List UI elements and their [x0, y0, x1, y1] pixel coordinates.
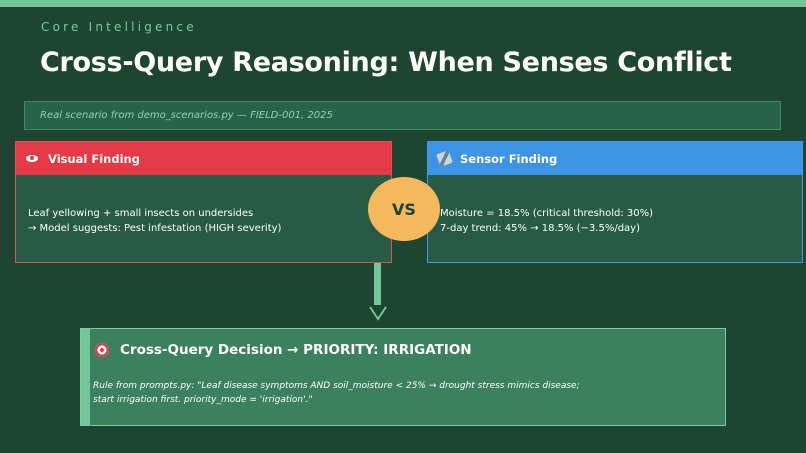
visual-finding-header: Visual Finding	[16, 142, 391, 175]
visual-finding-card: Visual Finding Leaf yellowing + small in…	[15, 141, 392, 263]
visual-finding-line-1: Leaf yellowing + small insects on unders…	[28, 208, 254, 219]
target-icon	[95, 343, 109, 357]
vs-badge: VS	[368, 177, 440, 241]
decision-title: Cross-Query Decision → PRIORITY: IRRIGAT…	[120, 342, 472, 358]
sensor-finding-body: Moisture = 18.5% (critical threshold: 30…	[440, 207, 653, 236]
sensor-finding-line-2: 7-day trend: 45% → 18.5% (−3.5%/day)	[440, 222, 640, 234]
arrow-down-icon	[369, 306, 387, 321]
decision-rule: Rule from prompts.py: "Leaf disease symp…	[93, 379, 580, 407]
decision-panel: Cross-Query Decision → PRIORITY: IRRIGAT…	[80, 328, 726, 426]
visual-finding-line-2: → Model suggests: Pest infestation (HIGH…	[28, 222, 282, 234]
page-title: Cross-Query Reasoning: When Senses Confl…	[40, 47, 732, 78]
top-accent-bar	[0, 0, 806, 7]
satellite-icon	[436, 150, 453, 167]
decision-rule-line-2: start irrigation first. priority_mode = …	[93, 395, 313, 405]
connector-line	[374, 263, 381, 305]
source-banner: Real scenario from demo_scenarios.py — F…	[24, 101, 781, 130]
eye-icon	[26, 152, 39, 165]
sensor-finding-card: Sensor Finding Moisture = 18.5% (critica…	[427, 141, 803, 263]
section-eyebrow: Core Intelligence	[41, 20, 197, 34]
sensor-finding-line-1: Moisture = 18.5% (critical threshold: 30…	[440, 208, 654, 219]
decision-rule-line-1: Rule from prompts.py: "Leaf disease symp…	[93, 381, 580, 391]
visual-finding-title: Visual Finding	[48, 151, 140, 166]
decision-accent-bar	[81, 329, 90, 425]
sensor-finding-title: Sensor Finding	[460, 151, 558, 166]
sensor-finding-header: Sensor Finding	[428, 142, 802, 175]
source-text: Real scenario from demo_scenarios.py — F…	[40, 110, 333, 121]
visual-finding-body: Leaf yellowing + small insects on unders…	[28, 207, 281, 236]
